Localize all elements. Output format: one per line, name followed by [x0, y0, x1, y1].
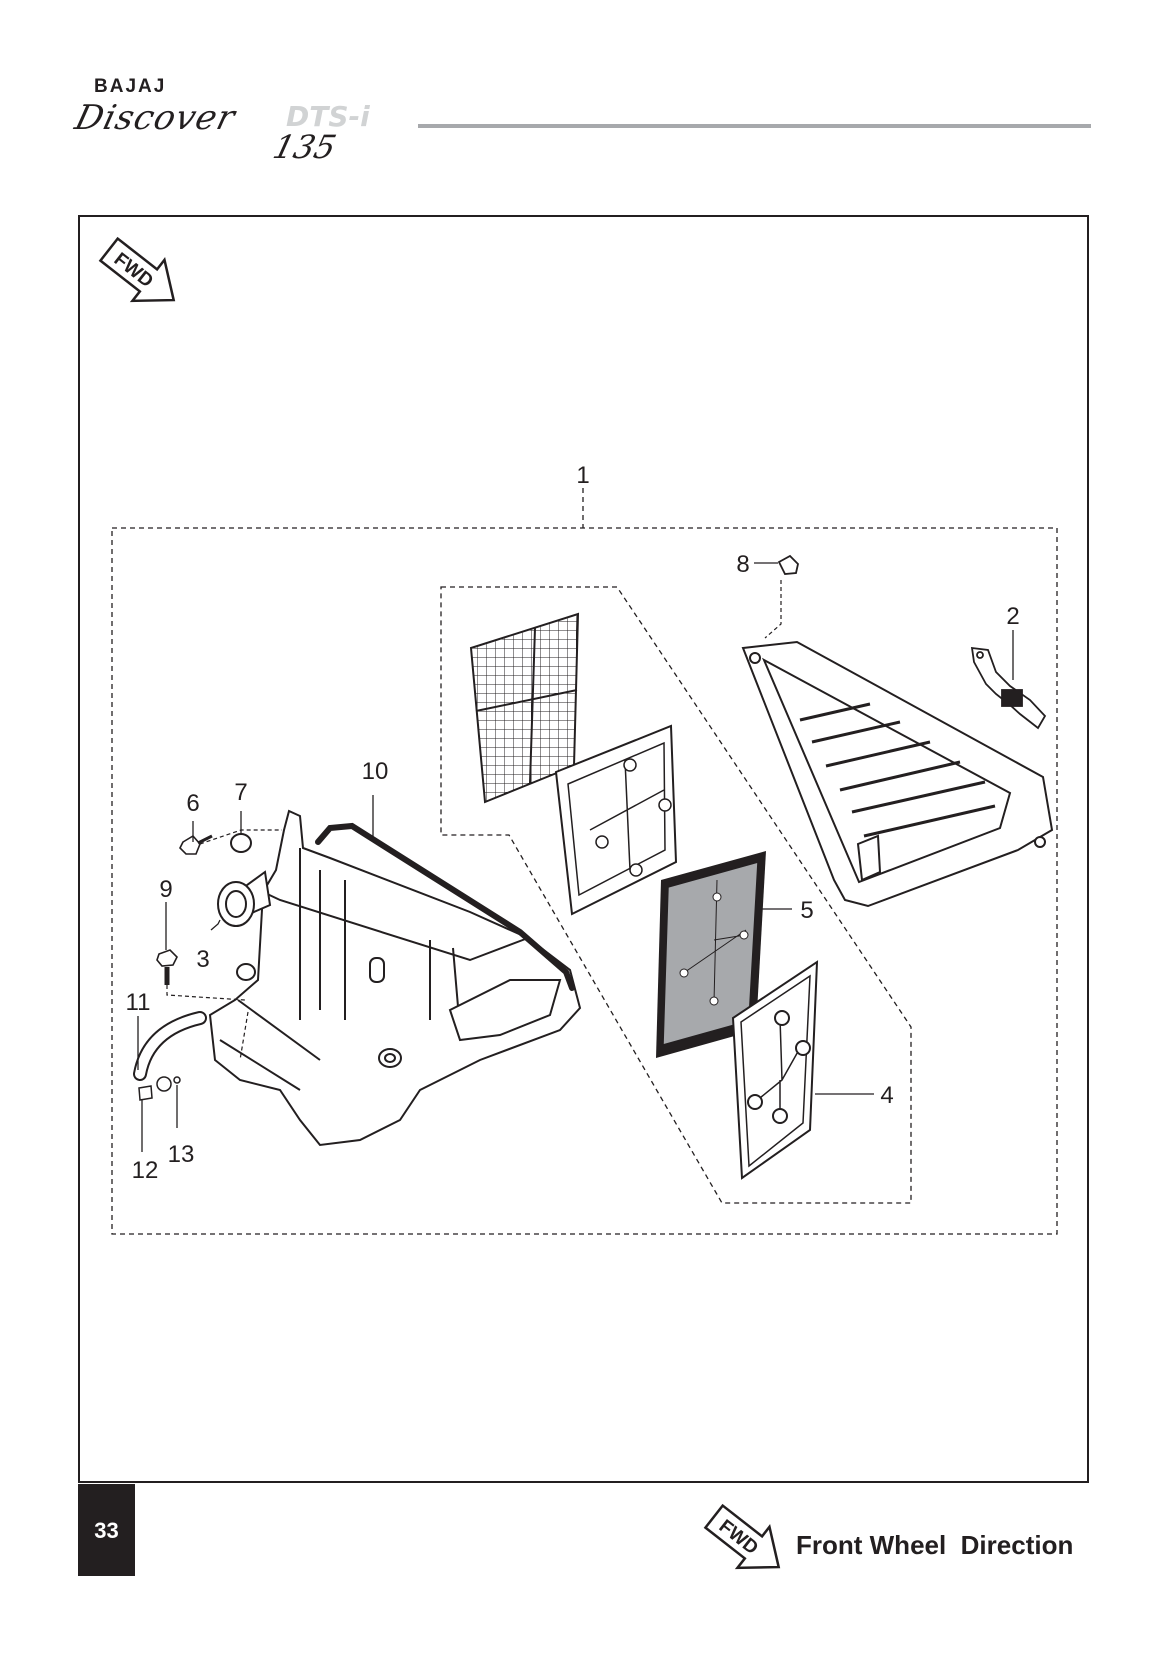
callout-13: 13: [168, 1141, 195, 1168]
screw-6: [179, 834, 213, 855]
hose-clip-13: [156, 1076, 181, 1092]
callout-6: 6: [186, 790, 199, 817]
diagram-frame: [78, 215, 1089, 1483]
drain-hose-11: [133, 1011, 207, 1081]
callout-5: 5: [800, 897, 813, 924]
callout-8: 8: [736, 551, 749, 578]
fwd-legend-text: Front Wheel Direction: [796, 1530, 1074, 1560]
drain-plug-12: [138, 1085, 153, 1101]
clamp-bracket: [970, 646, 1047, 730]
fwd-arrow-icon: FWD: [98, 236, 176, 303]
page-number-tab: 33: [78, 1484, 135, 1576]
air-box-body: [208, 809, 582, 1147]
filter-gasket: [731, 960, 819, 1180]
callout-9: 9: [159, 876, 172, 903]
callout-1: 1: [576, 462, 589, 489]
footer-fwd-arrow-icon: FWD: [703, 1503, 781, 1570]
bolt-9: [156, 949, 178, 985]
callout-2: 2: [1006, 603, 1019, 630]
leader-lines: [137, 562, 1014, 1152]
callout-12: 12: [132, 1157, 159, 1184]
callout-3: 3: [196, 946, 209, 973]
callout-10: 10: [362, 758, 389, 785]
air-box-cover: [741, 640, 1054, 908]
air-box-seal: [315, 822, 575, 991]
bajaj-discover-logo: BAJAJ Discover DTS-i 135: [71, 70, 414, 166]
header-rule: [418, 124, 1091, 128]
filter-frame: [554, 724, 678, 916]
page-number: 33: [94, 1518, 119, 1543]
logo-brand: BAJAJ: [94, 76, 167, 97]
callout-11: 11: [126, 989, 151, 1016]
callout-7: 7: [234, 779, 247, 806]
washer-7: [230, 833, 252, 853]
assembly-outline: [111, 488, 1058, 1235]
logo-model-tag: DTS-i: [286, 100, 370, 133]
small-plug: [777, 554, 799, 575]
callout-4: 4: [880, 1082, 893, 1109]
air-filter-element: [656, 851, 766, 1058]
